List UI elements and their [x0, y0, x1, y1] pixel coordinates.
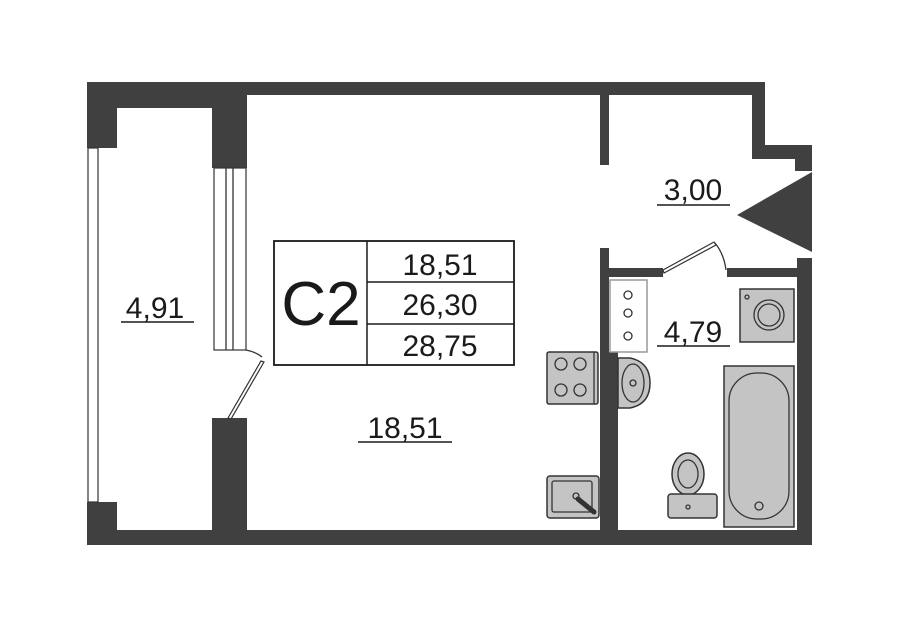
- room-label-loggia: 4,91: [121, 292, 194, 325]
- washing-machine-icon: [739, 288, 795, 343]
- loggia-door[interactable]: [227, 349, 265, 420]
- bathroom-area: 4,79: [664, 316, 722, 349]
- total-area-value: 26,30: [402, 289, 477, 322]
- apartment-code: C2: [281, 270, 360, 339]
- total-with-loggia-value: 28,75: [402, 330, 477, 363]
- entrance-arrow-icon: [737, 172, 812, 252]
- room-label-bathroom: 4,79: [657, 316, 730, 349]
- kitchen-sink-icon: [546, 475, 600, 519]
- washbasin-icon: [617, 357, 651, 409]
- toilet-icon: [667, 452, 718, 519]
- studio-area: 18,51: [367, 412, 442, 445]
- ventilation-shaft-icon: [609, 279, 648, 353]
- bathtub-icon: [723, 365, 795, 528]
- walls: [87, 82, 812, 545]
- stove-icon: [546, 351, 599, 405]
- window-room: [213, 167, 247, 351]
- area-summary-table: C2 18,51 26,30 28,75: [273, 240, 515, 366]
- hallway-area: 3,00: [664, 174, 722, 207]
- room-label-studio: 18,51: [358, 412, 452, 445]
- window-loggia-outer: [87, 147, 99, 503]
- bathroom-door[interactable]: [662, 241, 727, 274]
- room-label-hallway: 3,00: [657, 174, 730, 207]
- living-area-value: 18,51: [402, 249, 477, 282]
- loggia-area: 4,91: [126, 292, 184, 325]
